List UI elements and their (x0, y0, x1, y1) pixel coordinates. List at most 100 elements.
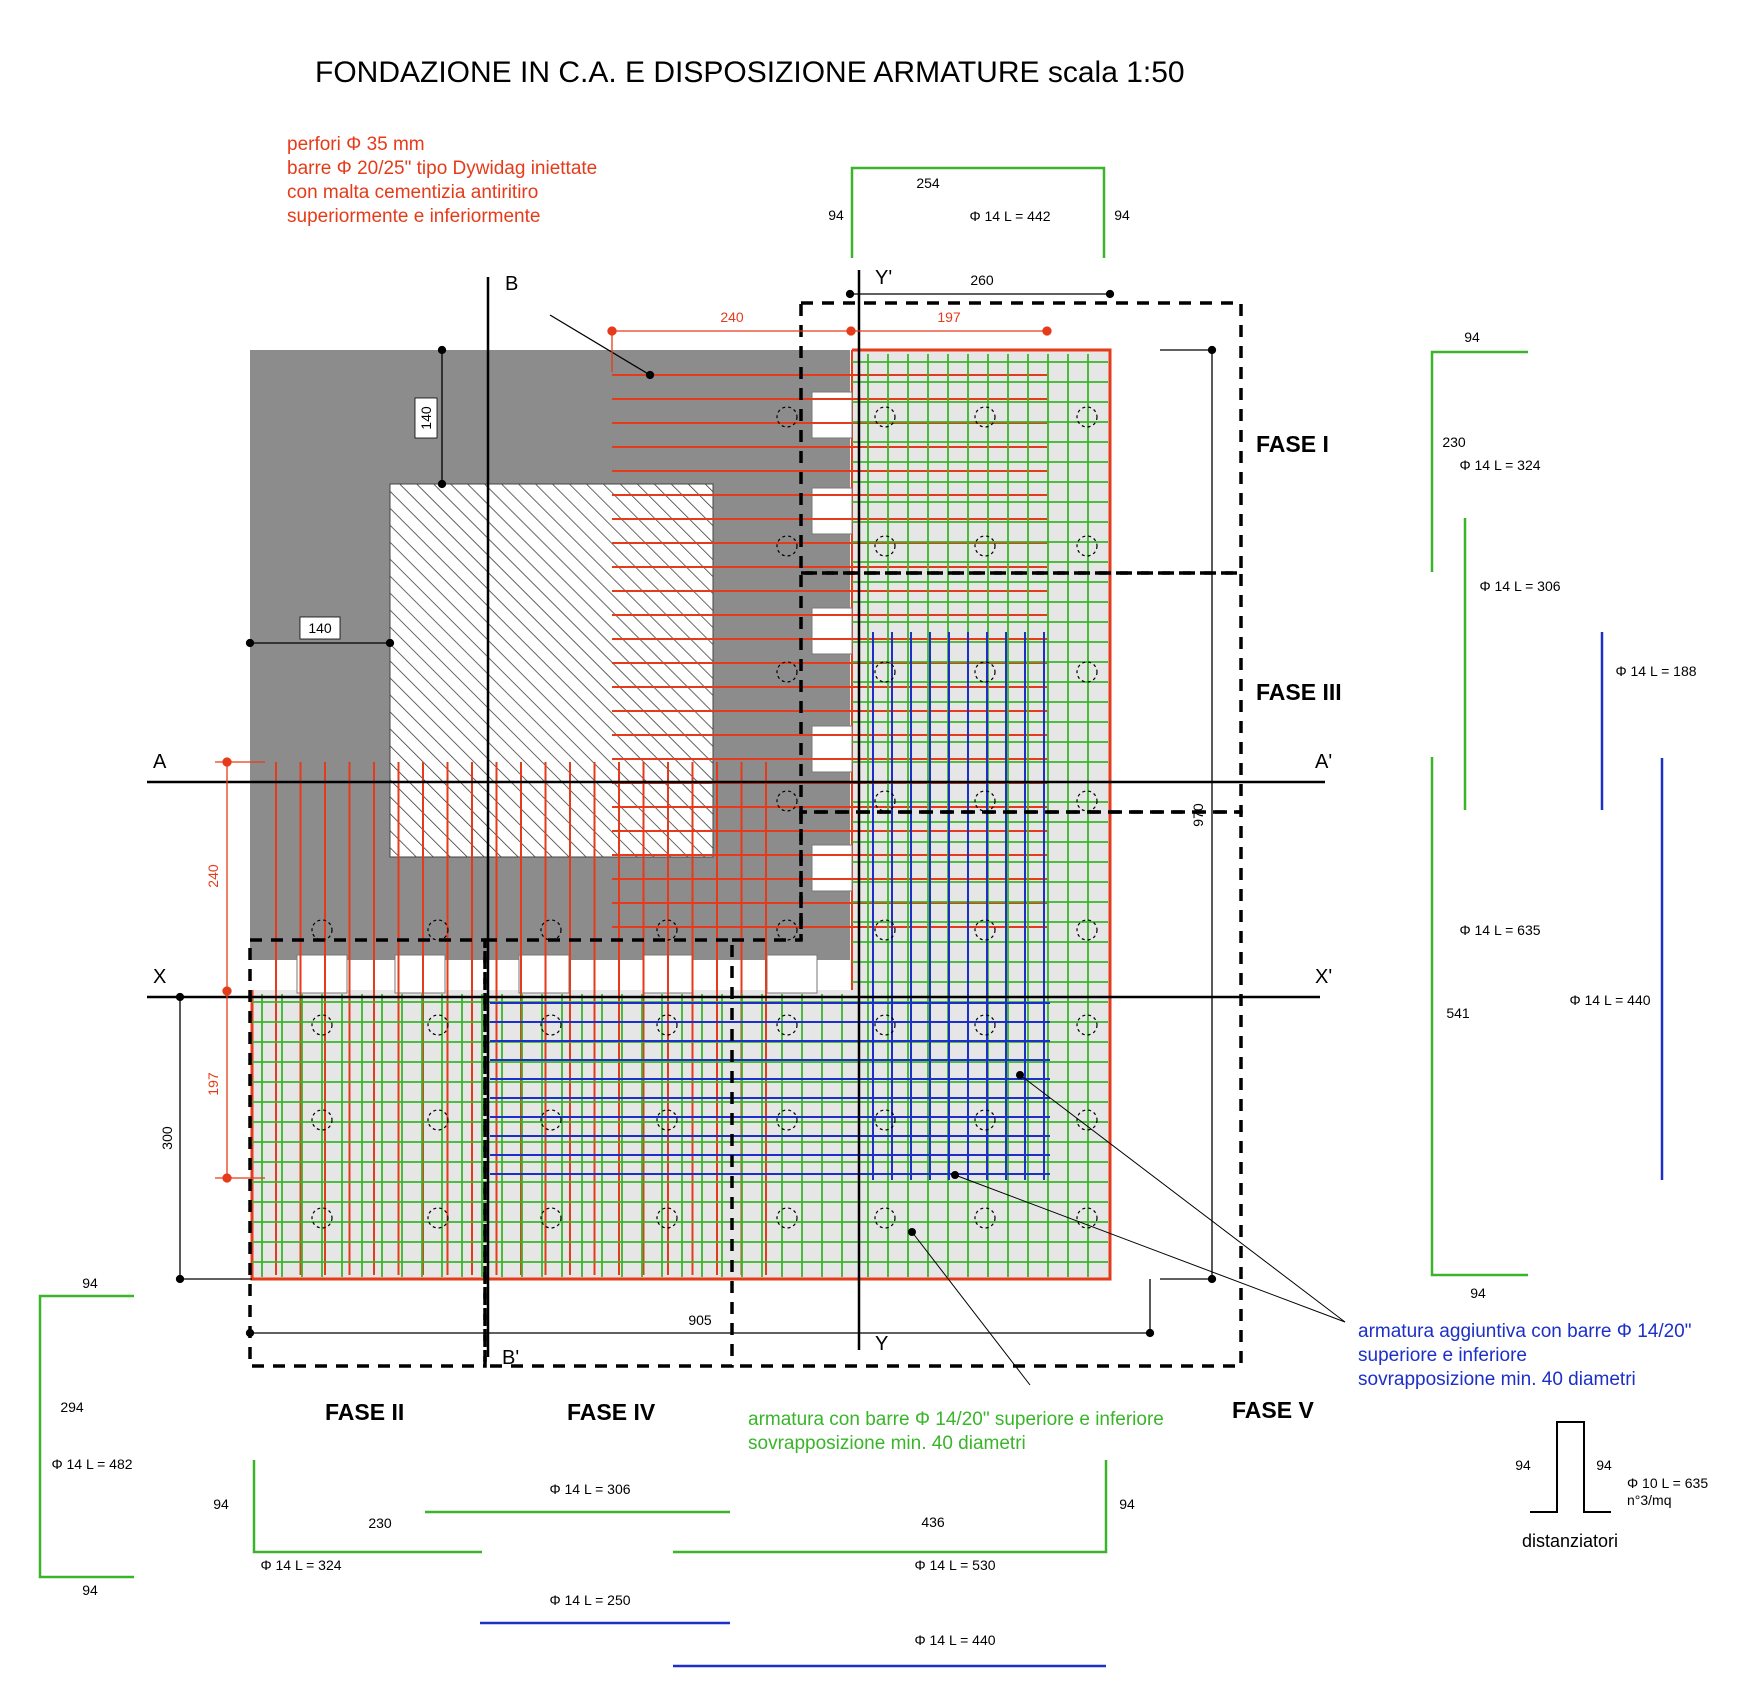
red-note-line-4: superiormente e inferiormente (287, 206, 540, 227)
red-vertical-bars (275, 762, 767, 1275)
bar-right-3-length: 541 (1446, 1005, 1470, 1021)
red-note: perfori Φ 35 mm barre Φ 20/25" tipo Dywi… (287, 134, 597, 227)
bore-hole (776, 919, 798, 941)
bore-hole (974, 919, 996, 941)
spacer-caption: distanziatori (1522, 1531, 1618, 1551)
blue-reinforcement-grid (490, 632, 1050, 1180)
bore-hole (974, 535, 996, 557)
bar-left-green (38, 1294, 134, 1579)
bore-hole (776, 535, 798, 557)
bore-hole (540, 919, 562, 941)
bore-hole (656, 919, 678, 941)
bore-hole (874, 919, 896, 941)
bar-right-blue-2-label: Φ 14 L = 440 (1569, 992, 1650, 1008)
bore-hole (540, 1207, 562, 1229)
drawing-title: FONDAZIONE IN C.A. E DISPOSIZIONE ARMATU… (315, 56, 1185, 89)
axis-x-prime-label: X' (1315, 966, 1332, 988)
green-note-line-2: sovrapposizione min. 40 diametri (748, 1433, 1026, 1454)
new-slab-right (852, 350, 1110, 1279)
bore-hole (974, 406, 996, 428)
red-dimension-lines (215, 326, 1052, 1183)
notch (296, 954, 348, 994)
bore-hole (1076, 1109, 1098, 1131)
bore-hole (656, 1109, 678, 1131)
bore-hole (974, 661, 996, 683)
bore-hole (311, 919, 333, 941)
axis-a-label: A (153, 751, 167, 773)
bore-hole (1076, 661, 1098, 683)
bar-top-hook-left: 94 (828, 207, 844, 223)
bore-hole (974, 790, 996, 812)
bar-right-1-length: 230 (1442, 434, 1466, 450)
bore-hole (1076, 790, 1098, 812)
bar-bottom-1-hook: 94 (213, 1496, 229, 1512)
new-slab-bottom (252, 990, 852, 1279)
bar-left-length: 294 (60, 1399, 84, 1415)
axis-y-label: Y (875, 1333, 888, 1355)
bar-bottom-1-length: 230 (368, 1515, 392, 1531)
bar-bottom-3-length: 436 (921, 1514, 945, 1530)
bar-bottom-2-label: Φ 14 L = 306 (549, 1481, 630, 1497)
bar-top-length: 254 (916, 175, 940, 191)
notch (518, 954, 570, 994)
dimension-lines (175, 289, 1217, 1338)
red-note-line-1: perfori Φ 35 mm (287, 134, 425, 155)
notch (811, 725, 853, 773)
blue-note-line-3: sovrapposizione min. 40 diametri (1358, 1369, 1636, 1390)
bore-hole (1076, 535, 1098, 557)
bar-right-green-1 (1430, 350, 1528, 572)
dim-140-vertical: 140 (418, 406, 434, 430)
phase-4-label: FASE IV (567, 1399, 656, 1425)
bore-hole (776, 661, 798, 683)
bore-hole (427, 919, 449, 941)
bar-bottom-3-hook: 94 (1119, 1496, 1135, 1512)
bar-top-label: Φ 14 L = 442 (969, 208, 1050, 224)
axis-b-prime-label: B' (502, 1347, 519, 1369)
bar-right-3-label: Φ 14 L = 635 (1459, 922, 1540, 938)
bore-hole (427, 1109, 449, 1131)
phase-2-label: FASE II (325, 1399, 404, 1425)
bore-hole (874, 406, 896, 428)
bore-hole (427, 1207, 449, 1229)
bar-right-green-3 (1430, 757, 1528, 1277)
bar-right-1-hook: 94 (1464, 329, 1480, 345)
spacer-hook-right: 94 (1596, 1457, 1612, 1473)
spacer-label: Φ 10 L = 635 (1627, 1475, 1708, 1491)
bore-hole (311, 1014, 333, 1036)
axis-b-label: B (505, 273, 518, 295)
bar-left-hook-top: 94 (82, 1275, 98, 1291)
dim-red-240-top: 240 (720, 309, 744, 325)
bar-left-hook-bottom: 94 (82, 1582, 98, 1598)
phase-1-label: FASE I (1256, 431, 1329, 457)
axis-x-label: X (153, 966, 166, 988)
dim-300: 300 (159, 1126, 175, 1150)
bar-right-2-label: Φ 14 L = 306 (1479, 578, 1560, 594)
blue-note-line-2: superiore e inferiore (1358, 1345, 1527, 1366)
notch (811, 844, 853, 892)
spacer-density: n°3/mq (1627, 1492, 1672, 1508)
axis-y-prime-label: Y' (875, 267, 892, 289)
red-note-line-3: con malta cementizia antiritiro (287, 182, 538, 203)
dim-red-197-left: 197 (205, 1072, 221, 1096)
dim-red-197-top: 197 (937, 309, 961, 325)
bore-hole (776, 790, 798, 812)
bar-bottom-blue-2-label: Φ 14 L = 440 (914, 1632, 995, 1648)
bar-top-bracket (850, 166, 1106, 258)
dim-970: 970 (1190, 803, 1206, 827)
bore-hole (874, 1109, 896, 1131)
dim-140-horizontal: 140 (308, 620, 332, 636)
bore-hole (974, 1109, 996, 1131)
bar-bottom-green-3 (673, 1460, 1108, 1554)
bore-hole (874, 535, 896, 557)
phase-box-3 (799, 571, 1243, 814)
green-note-line-1: armatura con barre Φ 14/20" superiore e … (748, 1409, 1164, 1430)
hatched-wall-area (389, 483, 714, 858)
bar-bottom-3-label: Φ 14 L = 530 (914, 1557, 995, 1573)
bore-hole (1076, 1207, 1098, 1229)
bar-top-hook-right: 94 (1114, 207, 1130, 223)
axis-a-prime-label: A' (1315, 751, 1332, 773)
bore-hole (776, 406, 798, 428)
spacer-hook-left: 94 (1515, 1457, 1531, 1473)
bore-holes (311, 406, 1098, 1229)
